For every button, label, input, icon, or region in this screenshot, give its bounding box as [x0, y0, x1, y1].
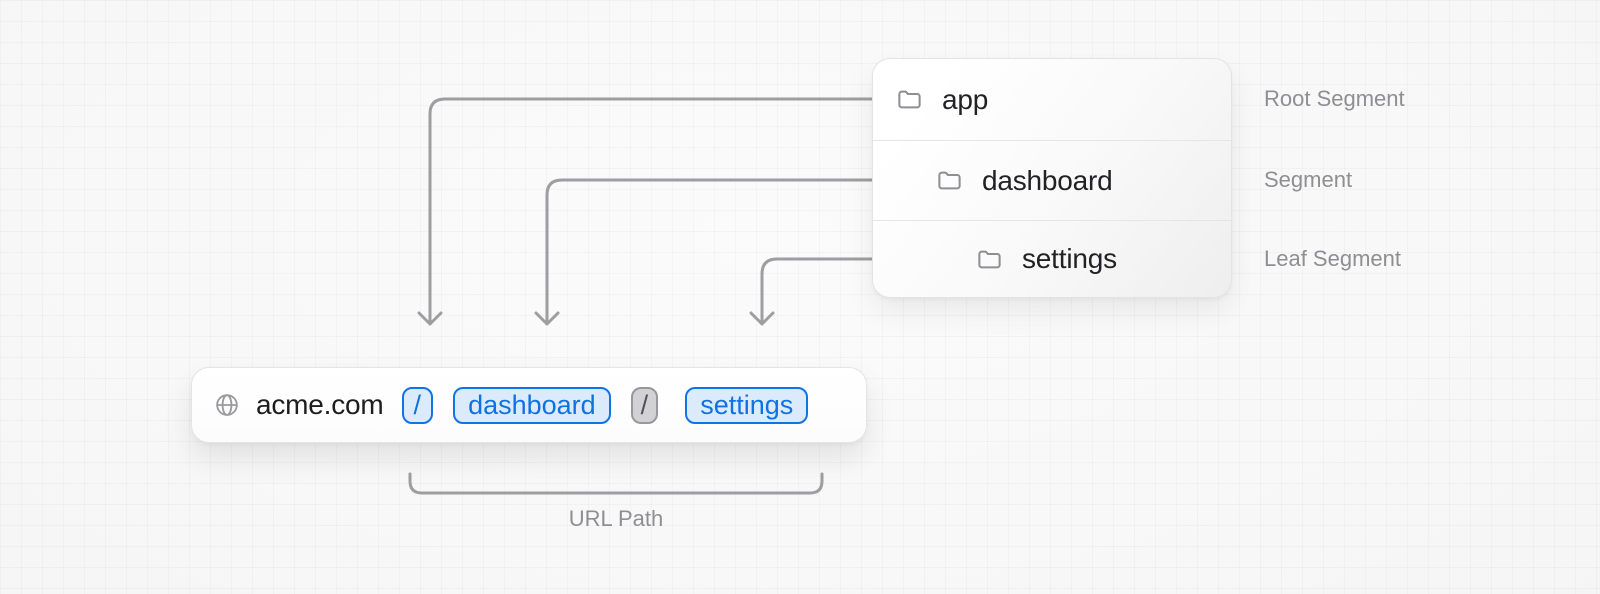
- arrow-app-to-root-slash: [417, 97, 875, 326]
- globe-icon: [214, 392, 240, 418]
- folder-icon: [936, 167, 963, 194]
- annotation-root-segment: Root Segment: [1264, 86, 1405, 111]
- folder-row-settings: settings: [873, 220, 1231, 297]
- folder-name: app: [942, 83, 989, 115]
- folder-icon: [976, 246, 1003, 273]
- arrow-dashboard-to-segment: [534, 178, 875, 326]
- annotation-segment: Segment: [1264, 167, 1353, 192]
- url-segment-settings: settings: [685, 386, 809, 424]
- url-segment-slash-1: /: [401, 386, 434, 424]
- folder-tree-panel: app dashboard settings: [872, 58, 1232, 298]
- folder-name: dashboard: [982, 164, 1113, 196]
- arrow-settings-to-segment: [749, 257, 875, 326]
- url-path-label: URL Path: [568, 506, 664, 531]
- folder-row-app: app: [873, 59, 1231, 140]
- url-segment-dashboard: dashboard: [453, 386, 611, 424]
- url-path-bracket: [408, 472, 824, 495]
- url-bar: acme.com / dashboard / settings: [191, 367, 867, 443]
- folder-row-dashboard: dashboard: [873, 140, 1231, 220]
- url-segment-slash-2: /: [630, 386, 659, 424]
- folder-icon: [896, 86, 923, 113]
- domain-text: acme.com: [256, 389, 384, 420]
- folder-name: settings: [1022, 243, 1117, 274]
- annotation-leaf-segment: Leaf Segment: [1264, 246, 1401, 271]
